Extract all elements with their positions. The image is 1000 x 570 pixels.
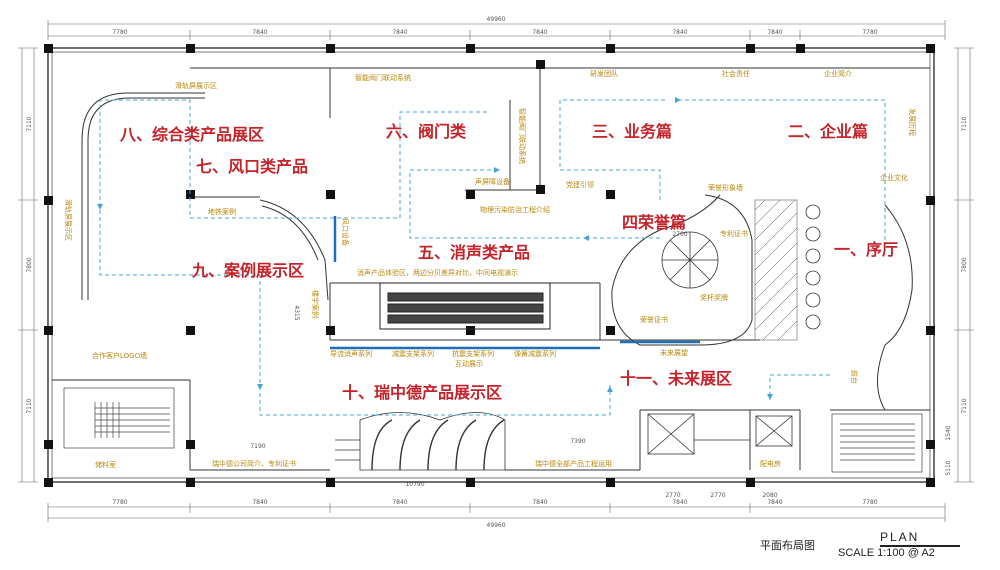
label-cup: 奖杯奖牌: [700, 293, 728, 302]
zone-2-title: 二、企业篇: [788, 122, 868, 141]
zone-6-title: 六、阀门类: [386, 122, 467, 141]
dim-top-seg-3: 7840: [392, 29, 407, 36]
dim-left-seg-1: 7110: [26, 116, 33, 131]
zone-4-title: 四荣誉篇: [622, 213, 686, 232]
label-project-app: 瑞中德全部产品工程运用: [535, 459, 612, 468]
label-series-3: 抗震支架系列: [452, 349, 494, 358]
dim-bottom-seg-5: 7840: [672, 499, 687, 506]
zone-11-title: 十一、未来展区: [620, 369, 732, 388]
dim-top-seg-6: 7840: [767, 29, 782, 36]
label-future: 未来展望: [660, 348, 688, 357]
dim-5110: 5110: [945, 460, 952, 475]
dim-bottom-seg-6: 7840: [767, 499, 782, 506]
label-patent: 专利证书: [720, 229, 748, 238]
partitions: [52, 67, 930, 471]
dim-top-total: 49960: [486, 16, 505, 23]
sound-display-bars: [379, 282, 551, 330]
label-company-intro: 瑞中德公司简介、专利证书: [212, 459, 296, 468]
label-front-desk: 前台: [850, 370, 859, 384]
plan-label: PLAN: [880, 530, 920, 544]
dim-2770-b: 2770: [710, 492, 725, 499]
dim-bottom-total: 49960: [486, 522, 505, 529]
route-arrowheads: [97, 97, 773, 400]
label-storage: 储料室: [95, 460, 116, 469]
service-rooms: [647, 413, 793, 455]
label-slide-screen-vertical: 滑轨屏展示区: [64, 199, 73, 241]
dim-1540: 1540: [945, 425, 952, 440]
label-power-room: 配电房: [760, 459, 781, 468]
dimension-ticks: [18, 20, 974, 522]
drawing-title: 平面布局图: [760, 539, 815, 552]
scale-label: SCALE 1:100 @ A2: [838, 547, 935, 559]
label-honor-cert: 荣誉证书: [640, 315, 668, 324]
label-honor-wall: 荣誉形象墙: [708, 183, 743, 192]
label-history: 发展历程: [908, 108, 917, 136]
label-intro: 企业简介: [824, 69, 852, 78]
dim-left-seg-2: 7800: [26, 257, 33, 272]
label-case-area: 地铁案例: [208, 207, 236, 216]
dim-top-seg-4: 7840: [532, 29, 547, 36]
dim-10790: 10790: [405, 481, 424, 488]
dim-2700: 2700: [672, 231, 687, 238]
label-series-4: 弹簧减震系列: [514, 349, 556, 358]
dim-bottom-seg-3: 7840: [392, 499, 407, 506]
zone-9-title: 九、案例展示区: [191, 261, 304, 280]
plan-underline: [880, 545, 960, 547]
zone-10-title: 十、瑞中德产品展示区: [342, 383, 502, 402]
curved-walls: [81, 92, 913, 471]
dim-4315: 4315: [293, 305, 300, 320]
entrance-feature: [335, 419, 505, 471]
dim-7190: 7190: [250, 443, 265, 450]
zone-8-title: 八、综合类产品展区: [119, 125, 264, 144]
label-logo-wall: 合作客户LOGO墙: [92, 351, 147, 360]
dim-right-seg-3: 7110: [961, 398, 968, 413]
zone-7-title: 七、风口类产品: [196, 157, 308, 176]
dim-top-seg-7: 7780: [862, 29, 877, 36]
label-air-valve: 风口设备: [341, 218, 350, 246]
zone-1-line-1: 一、序厅: [834, 240, 898, 259]
structural-columns: [44, 44, 935, 487]
dim-2080: 2080: [762, 492, 777, 499]
dim-bottom-seg-7: 7780: [862, 499, 877, 506]
label-rnd-team: 研发团队: [590, 69, 618, 78]
dim-bottom-seg-2: 7840: [252, 499, 267, 506]
blue-highlights: [330, 216, 700, 350]
visitor-route: [99, 99, 886, 416]
honor-wall-hatch: [754, 199, 798, 341]
outer-walls: [47, 47, 935, 483]
label-series-1: 导流消声系列: [330, 349, 372, 358]
stairs-right: [831, 413, 923, 473]
dim-top-seg-1: 7780: [112, 29, 127, 36]
label-building-case: 楼宇案例: [311, 290, 320, 318]
dim-left-seg-3: 7110: [26, 398, 33, 413]
label-series-2: 减震支架系列: [392, 349, 434, 358]
label-physics-project: 物理污染防治工程介绍: [480, 205, 550, 214]
label-party: 党建引领: [566, 180, 594, 189]
honor-circle: [661, 231, 719, 289]
dim-right-seg-2: 7800: [961, 257, 968, 272]
dim-2770-a: 2770: [665, 492, 680, 499]
label-interact: 互动展示: [455, 359, 483, 368]
label-smart-valve: 智能阀门联动系统: [355, 73, 411, 82]
label-smart-valve-box: 智能阀门联动系统: [518, 108, 527, 164]
label-slide-screen: 滑轨屏展示区: [175, 81, 217, 90]
label-culture: 企业文化: [880, 173, 908, 182]
dim-7390: 7390: [570, 438, 585, 445]
dim-right-seg-1: 7110: [961, 116, 968, 131]
zone-1-title: 一、序厅: [834, 240, 898, 259]
label-sound-zone: 消声产品体验区，两边分贝差异对比，中间电视演示: [357, 268, 518, 277]
dim-bottom-seg-1: 7780: [112, 499, 127, 506]
dimension-lines: [21, 23, 971, 519]
dim-top-seg-5: 7840: [672, 29, 687, 36]
dim-bottom-seg-4: 7840: [532, 499, 547, 506]
stairs-left: [63, 387, 175, 449]
label-social: 社会责任: [722, 69, 750, 78]
display-pedestals: [805, 204, 821, 330]
zone-5-title: 五、消声类产品: [418, 243, 530, 262]
dim-top-seg-2: 7840: [252, 29, 267, 36]
zone-3-title: 三、业务篇: [592, 122, 672, 141]
label-screen-device: 声屏障设备: [475, 177, 510, 186]
